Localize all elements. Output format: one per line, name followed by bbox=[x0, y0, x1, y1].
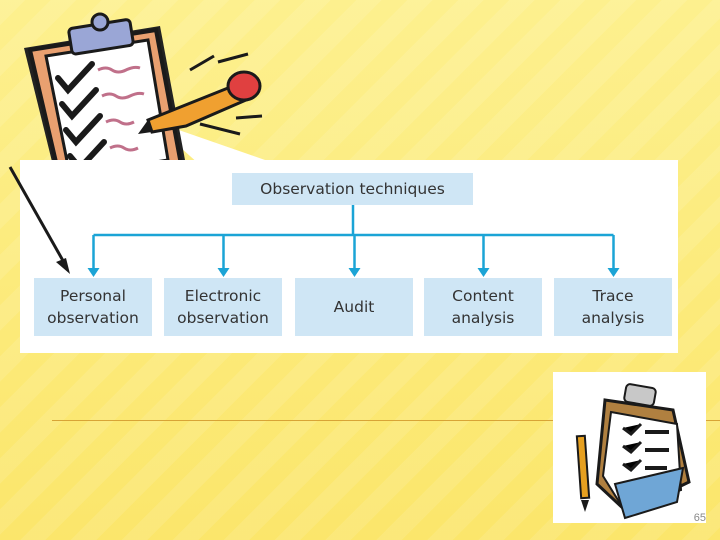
child-node: Trace analysis bbox=[554, 278, 672, 336]
pencil-icon bbox=[138, 52, 263, 136]
root-node: Observation techniques bbox=[232, 173, 473, 205]
arrowhead bbox=[217, 268, 230, 277]
page-number: 65 bbox=[693, 512, 706, 524]
child-node: Electronic observation bbox=[164, 278, 282, 336]
arrowhead bbox=[87, 268, 100, 277]
clipboard-checklist-icon bbox=[24, 12, 265, 194]
horizontal-rule bbox=[52, 420, 720, 421]
clipboard-checklist-icon bbox=[575, 383, 691, 520]
child-node-label: Trace analysis bbox=[581, 287, 645, 327]
child-node: Personal observation bbox=[34, 278, 152, 336]
child-node: Content analysis bbox=[424, 278, 542, 336]
arrowhead bbox=[477, 268, 490, 277]
clipboard-clipart-small bbox=[553, 372, 706, 523]
arrowhead bbox=[348, 268, 361, 277]
arrowhead bbox=[607, 268, 620, 277]
child-node-label: Electronic observation bbox=[177, 287, 269, 327]
child-node-label: Personal observation bbox=[47, 287, 139, 327]
child-node: Audit bbox=[295, 278, 413, 336]
pencil-icon bbox=[575, 434, 591, 512]
root-node-label: Observation techniques bbox=[260, 180, 445, 198]
child-node-label: Content analysis bbox=[451, 287, 515, 327]
child-node-label: Audit bbox=[333, 298, 375, 316]
